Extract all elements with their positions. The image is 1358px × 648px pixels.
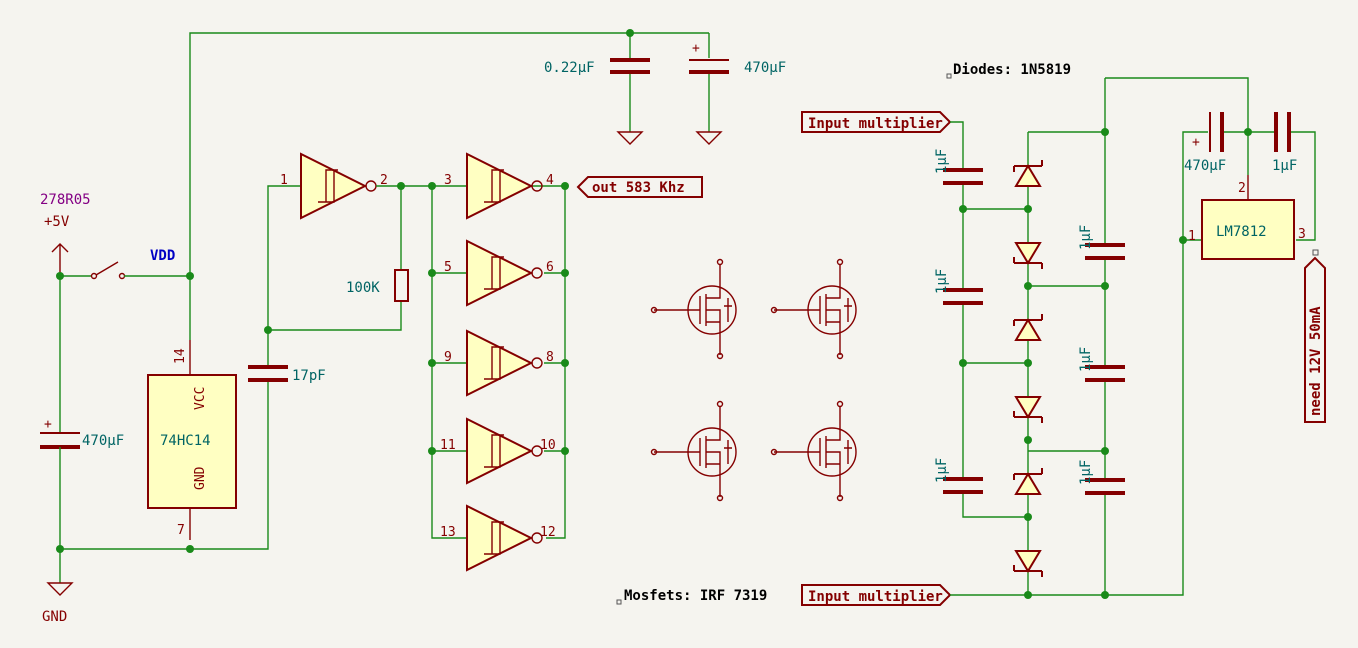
svg-text:3: 3 xyxy=(1298,227,1306,242)
cap-reg-in-value: 470µF xyxy=(1184,158,1226,174)
diode-5 xyxy=(1013,468,1043,495)
svg-text:+: + xyxy=(44,417,52,432)
svg-text:+: + xyxy=(692,41,700,56)
svg-text:Input multiplier: Input multiplier xyxy=(808,589,943,605)
svg-text:11: 11 xyxy=(440,438,456,453)
svg-text:out 583 Khz: out 583 Khz xyxy=(592,180,685,196)
svg-text:1µF: 1µF xyxy=(934,269,950,294)
svg-text:2: 2 xyxy=(1238,181,1246,196)
svg-text:1µF: 1µF xyxy=(934,458,950,483)
cap-left-value: 470µF xyxy=(82,433,124,449)
ic-name: 74HC14 xyxy=(160,433,211,449)
diode-3 xyxy=(1013,314,1043,341)
svg-text:1: 1 xyxy=(280,173,288,188)
cap-top-small-value: 0.22µF xyxy=(544,60,595,76)
svg-text:Input multiplier: Input multiplier xyxy=(808,116,943,132)
svg-text:6: 6 xyxy=(546,260,554,275)
svg-text:8: 8 xyxy=(546,350,554,365)
gate-4 xyxy=(466,329,534,397)
vplus-label: +5V xyxy=(44,214,70,230)
svg-text:10: 10 xyxy=(540,438,556,453)
diode-6 xyxy=(1013,550,1043,577)
mosfets: Mosfets: IRF 7319 xyxy=(616,258,857,605)
regulator-lm7812: + 470µF 1µF 2 LM7812 1 3 xyxy=(1179,112,1319,260)
svg-text:1: 1 xyxy=(1188,229,1196,244)
diode-4 xyxy=(1013,396,1043,423)
buffer-gates: 3 4 5 6 9 8 11 10 13 12 xyxy=(428,152,569,572)
gate-5 xyxy=(466,417,534,485)
regulator-ref: 278R05 xyxy=(40,192,91,208)
mosfet-3 xyxy=(650,400,737,502)
mosfet-2 xyxy=(770,258,857,360)
gnd-icon xyxy=(695,131,723,145)
resistor-100k xyxy=(394,269,409,302)
gate-2 xyxy=(466,152,534,220)
ic-vcc-label: VCC xyxy=(193,387,208,410)
svg-text:1µF: 1µF xyxy=(1078,225,1094,250)
ic-pin-vcc: 14 xyxy=(173,348,188,364)
gnd-label: GND xyxy=(42,609,67,625)
input-multiplier-bottom-label[interactable]: Input multiplier xyxy=(801,584,952,606)
need-12v-label[interactable]: need 12V 50mA xyxy=(1304,256,1326,423)
voltage-multiplier: Diodes: 1N5819 Input multiplier Input mu… xyxy=(801,62,1249,606)
cap-top-bulk-value: 470µF xyxy=(744,60,786,76)
oscillator: 17pF 1 2 100K xyxy=(248,152,565,384)
ic-body xyxy=(147,374,237,509)
power-section: 278R05 +5V VDD + 470µF GND xyxy=(40,192,190,625)
gnd-icon xyxy=(46,582,74,596)
svg-text:1µF: 1µF xyxy=(934,149,950,174)
regulator-name: LM7812 xyxy=(1216,224,1267,240)
svg-text:3: 3 xyxy=(444,173,452,188)
ic-74hc14: 14 VCC 74HC14 GND 7 xyxy=(60,276,269,553)
svg-text:+: + xyxy=(1192,135,1200,150)
svg-text:5: 5 xyxy=(444,260,452,275)
svg-text:1µF: 1µF xyxy=(1078,347,1094,372)
mosfet-4 xyxy=(770,400,857,502)
out-label[interactable]: out 583 Khz xyxy=(576,176,703,198)
gate-1 xyxy=(300,152,368,220)
svg-text:1µF: 1µF xyxy=(1078,460,1094,485)
diode-2 xyxy=(1013,242,1043,269)
ic-pin-gnd: 7 xyxy=(177,523,185,538)
mosfet-1 xyxy=(650,258,737,360)
vplus-arrow-icon xyxy=(51,243,69,276)
gnd-icon xyxy=(616,131,644,145)
svg-text:13: 13 xyxy=(440,525,456,540)
diodes-note: Diodes: 1N5819 xyxy=(953,62,1071,78)
mosfets-note: Mosfets: IRF 7319 xyxy=(624,588,767,604)
regulator-body xyxy=(1201,199,1295,260)
ic-gnd-label: GND xyxy=(193,466,208,490)
input-multiplier-top-label[interactable]: Input multiplier xyxy=(801,111,952,133)
cap-timing-value: 17pF xyxy=(292,368,326,384)
svg-text:4: 4 xyxy=(546,173,554,188)
svg-text:12: 12 xyxy=(540,525,556,540)
diode-1 xyxy=(1013,160,1043,187)
switch-icon[interactable] xyxy=(95,261,119,276)
gate-3 xyxy=(466,239,534,307)
svg-text:9: 9 xyxy=(444,350,452,365)
gate-6 xyxy=(466,504,534,572)
svg-text:2: 2 xyxy=(380,173,388,188)
cap-reg-out-value: 1µF xyxy=(1272,158,1297,174)
svg-text:need 12V 50mA: need 12V 50mA xyxy=(1308,306,1324,416)
vdd-net-label: VDD xyxy=(150,248,175,264)
resistor-value: 100K xyxy=(346,280,380,296)
